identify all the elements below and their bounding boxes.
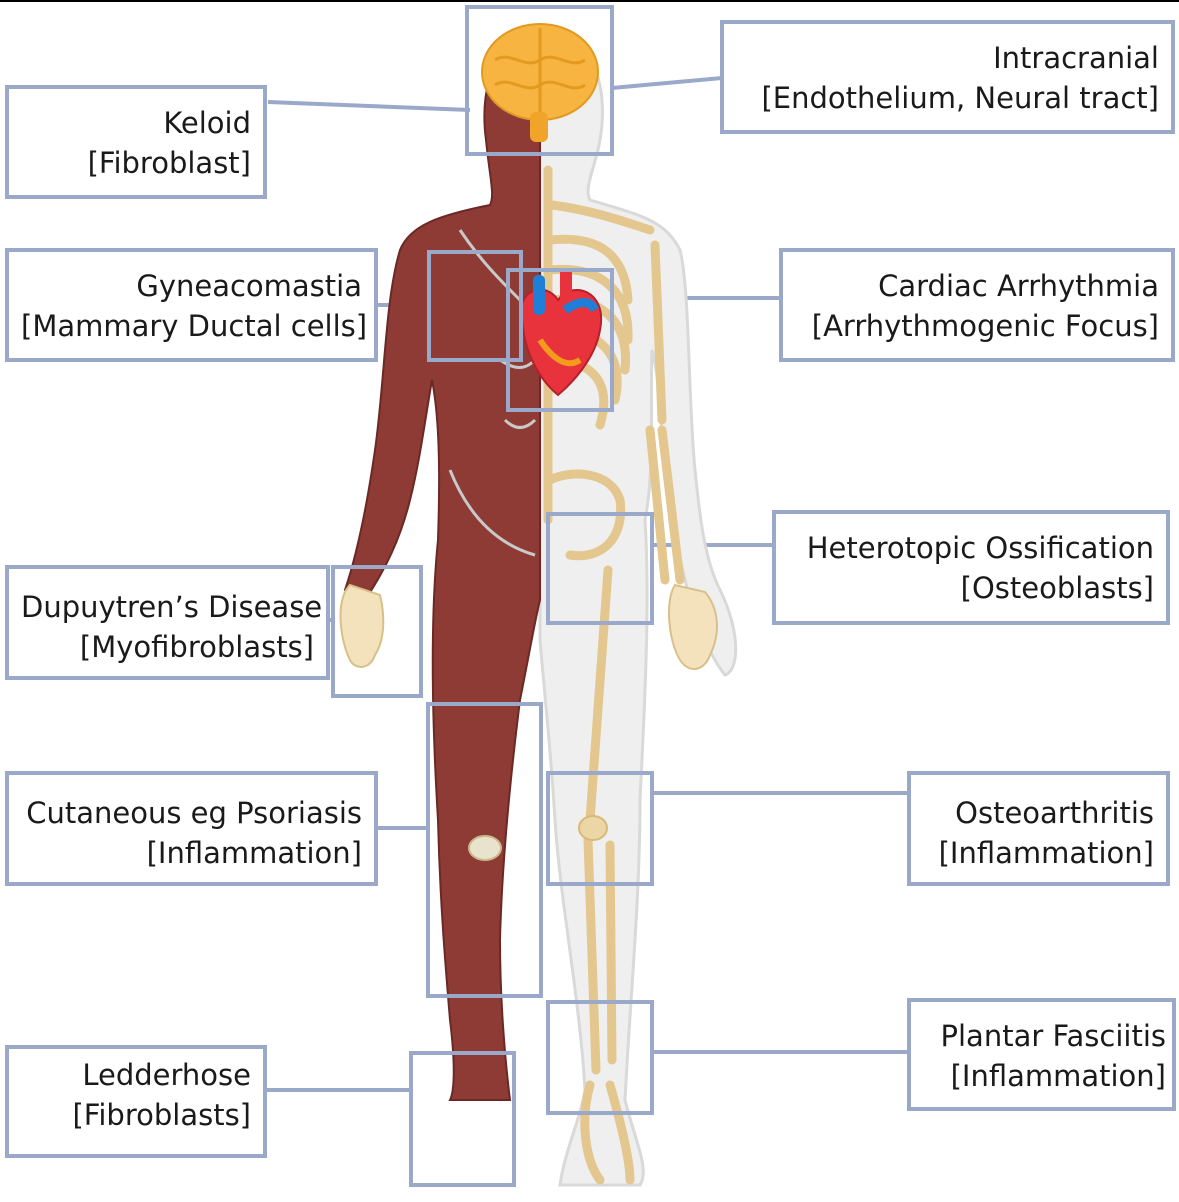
- hand-right: [667, 583, 718, 670]
- label-intracranial-name: Intracranial: [993, 41, 1159, 75]
- label-ledderhose-name: Ledderhose: [82, 1058, 251, 1092]
- label-heterotopic-cell: [Osteoblasts]: [960, 571, 1154, 605]
- hand-left: [339, 583, 385, 668]
- label-plantar-cell: [Inflammation]: [950, 1059, 1166, 1093]
- label-keloid: Keloid [Fibroblast]: [5, 85, 267, 199]
- label-heterotopic-name: Heterotopic Ossification: [806, 531, 1154, 565]
- label-gyneacomastia-cell: [Mammary Ductal cells]: [21, 309, 368, 343]
- label-cutaneous: Cutaneous eg Psoriasis [Inflammation]: [5, 771, 378, 886]
- label-plantar: Plantar Fasciitis [Inflammation]: [907, 998, 1176, 1111]
- label-cutaneous-name: Cutaneous eg Psoriasis: [26, 796, 362, 830]
- frame-heart: [506, 268, 614, 412]
- frame-hip: [546, 512, 654, 625]
- label-plantar-name: Plantar Fasciitis: [940, 1019, 1166, 1053]
- muscle-half: [343, 33, 541, 1101]
- connector-keloid: [267, 100, 471, 112]
- frame-chest: [427, 250, 523, 362]
- connector-intracranial: [611, 76, 723, 90]
- kneecap-bone: [578, 815, 608, 841]
- brain-icon: [481, 23, 599, 142]
- frame-head: [465, 5, 614, 156]
- label-dupuytren: Dupuytren’s Disease [Myofibroblasts]: [5, 565, 330, 680]
- label-osteoarthritis-cell: [Inflammation]: [938, 836, 1154, 870]
- label-cardiac: Cardiac Arrhythmia [Arrhythmogenic Focus…: [779, 248, 1175, 362]
- heart-icon: [519, 268, 603, 397]
- label-intracranial-cell: [Endothelium, Neural tract]: [761, 81, 1159, 115]
- label-dupuytren-name: Dupuytren’s Disease: [21, 590, 323, 624]
- label-gyneacomastia: Gyneacomastia [Mammary Ductal cells]: [5, 248, 378, 362]
- label-osteoarthritis-name: Osteoarthritis: [955, 796, 1154, 830]
- label-gyneacomastia-name: Gyneacomastia: [136, 269, 362, 303]
- label-ledderhose: Ledderhose [Fibroblasts]: [5, 1045, 267, 1158]
- label-cardiac-cell: [Arrhythmogenic Focus]: [811, 309, 1159, 343]
- label-osteoarthritis: Osteoarthritis [Inflammation]: [907, 771, 1170, 886]
- label-keloid-name: Keloid: [163, 106, 251, 140]
- frame-foot: [409, 1051, 516, 1187]
- label-intracranial: Intracranial [Endothelium, Neural tract]: [720, 20, 1175, 134]
- label-heterotopic: Heterotopic Ossification [Osteoblasts]: [772, 510, 1170, 625]
- label-keloid-cell: [Fibroblast]: [87, 146, 251, 180]
- label-cutaneous-cell: [Inflammation]: [146, 836, 362, 870]
- label-dupuytren-cell: [Myofibroblasts]: [79, 630, 314, 664]
- frame-hand: [331, 565, 423, 698]
- top-border-line: [0, 0, 1179, 2]
- frame-thigh: [426, 702, 543, 998]
- frame-knee: [546, 771, 654, 886]
- label-cardiac-name: Cardiac Arrhythmia: [878, 269, 1159, 303]
- frame-ankle: [546, 1000, 654, 1115]
- label-ledderhose-cell: [Fibroblasts]: [72, 1098, 251, 1132]
- kneecap-muscle: [468, 835, 502, 861]
